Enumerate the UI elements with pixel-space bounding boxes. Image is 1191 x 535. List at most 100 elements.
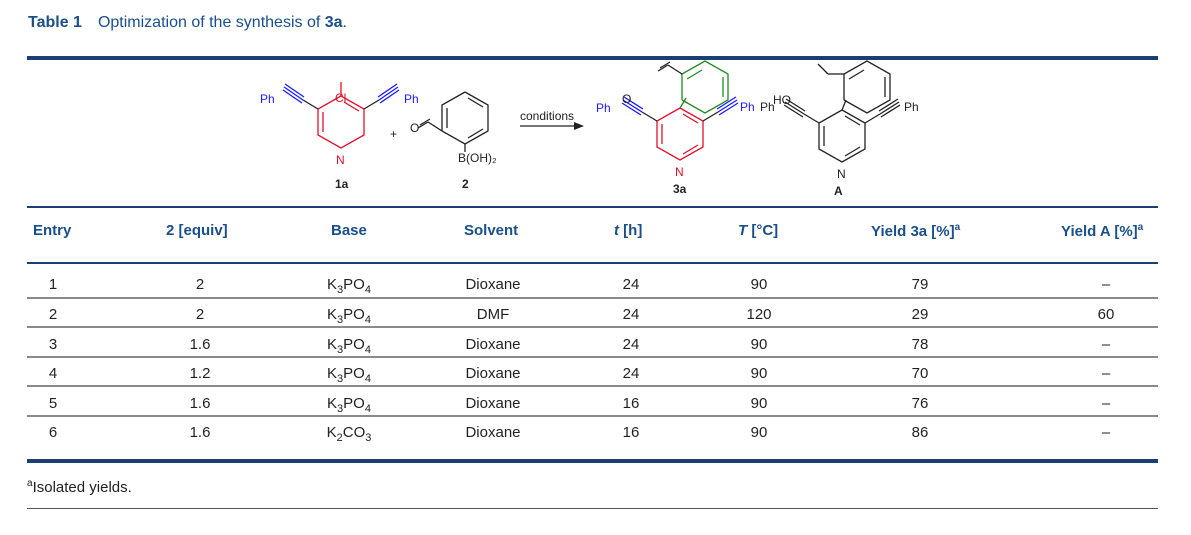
base-text: K	[327, 365, 338, 382]
base-subscript: 3	[337, 344, 344, 356]
atom-n: N	[837, 167, 846, 181]
compound-label-3a: 3a	[673, 182, 687, 196]
cell-y3a: 70	[911, 365, 929, 382]
cell-entry: 5	[48, 395, 58, 412]
row-separator	[27, 356, 1158, 358]
atom-ph: Ph	[596, 101, 611, 115]
header-time: t [h]	[614, 222, 642, 239]
cell-t: 120	[746, 306, 772, 323]
atom-n: N	[675, 165, 684, 179]
atom-boh2: B(OH)₂	[458, 151, 497, 165]
cell-y3a: 86	[911, 424, 929, 441]
bottom-rule	[27, 459, 1158, 463]
caption-end: .	[342, 14, 347, 31]
cell-solvent: Dioxane	[465, 424, 521, 441]
base-subscript: 3	[365, 432, 372, 444]
top-rule	[27, 56, 1158, 60]
base-text: PO	[343, 365, 365, 382]
atom-n: N	[336, 153, 345, 167]
compound-label-2: 2	[462, 177, 469, 191]
header-yield-a-sup: a	[1137, 222, 1144, 233]
caption-text: Optimization of the synthesis of	[97, 14, 325, 31]
atom-ph: Ph	[904, 100, 919, 114]
table-label: Table 1	[28, 14, 82, 31]
header-entry: Entry	[33, 222, 72, 239]
cell-ya: –	[1101, 276, 1111, 293]
reaction-scheme: Ph Cl Ph N 1a + O B(OH)₂ 2 conditions	[260, 60, 919, 198]
footnote: aIsolated yields.	[27, 478, 132, 496]
atom-ph: Ph	[260, 92, 275, 106]
compound-1a-structure	[282, 82, 400, 149]
header-yield-a-text: Yield A [%]	[1061, 223, 1138, 240]
header-solvent: Solvent	[464, 222, 519, 239]
header-equiv: 2 [equiv]	[166, 222, 228, 239]
cell-t: 24	[622, 365, 640, 382]
header-time-symbol: t	[614, 222, 619, 239]
header-yield-3a-sup: a	[954, 222, 961, 233]
cell-base: K3PO4	[289, 306, 409, 326]
reaction-arrow	[520, 122, 584, 130]
base-text: CO	[342, 424, 366, 441]
cell-y3a: 29	[911, 306, 929, 323]
cell-equiv: 1.2	[189, 365, 211, 382]
cell-solvent: Dioxane	[465, 276, 521, 293]
conditions-label: conditions	[520, 109, 574, 123]
compound-a-structure	[783, 60, 901, 163]
row-separator	[27, 326, 1158, 328]
atom-cl: Cl	[335, 91, 346, 105]
atom-o: O	[622, 92, 631, 106]
header-yield-3a: Yield 3a [%]a	[871, 222, 960, 240]
compound-label-1a: 1a	[335, 177, 349, 191]
base-subscript: 4	[364, 284, 371, 296]
cell-t: 16	[622, 395, 640, 412]
cell-ya: –	[1101, 424, 1111, 441]
cell-solvent: Dioxane	[465, 336, 521, 353]
cell-ya: –	[1101, 336, 1111, 353]
base-text: K	[327, 306, 338, 323]
atom-ho: HO	[773, 93, 791, 107]
compound-label-a: A	[834, 184, 843, 198]
base-text: PO	[343, 306, 365, 323]
base-subscript: 4	[364, 314, 371, 326]
cell-entry: 6	[48, 424, 58, 441]
footnote-text: Isolated yields.	[32, 479, 132, 496]
cell-t: 90	[750, 365, 768, 382]
base-subscript: 3	[337, 403, 344, 415]
header-base: Base	[331, 222, 367, 239]
base-text: PO	[343, 336, 365, 353]
row-separator	[27, 297, 1158, 299]
atom-o: O	[410, 121, 419, 135]
cell-t: 90	[750, 395, 768, 412]
base-subscript: 3	[337, 373, 344, 385]
cell-solvent: Dioxane	[465, 395, 521, 412]
cell-base: K3PO4	[289, 365, 409, 385]
cell-equiv: 2	[195, 306, 205, 323]
cell-t: 90	[750, 276, 768, 293]
cell-base: K3PO4	[289, 336, 409, 356]
base-subscript: 3	[337, 314, 344, 326]
cell-entry: 3	[48, 336, 58, 353]
cell-t: 24	[622, 336, 640, 353]
footnote-marker: a	[27, 478, 33, 489]
cell-ya: 60	[1097, 306, 1115, 323]
base-text: K	[327, 276, 338, 293]
cell-base: K2CO3	[289, 424, 409, 444]
header-temperature: T [°C]	[738, 222, 778, 239]
base-text: K	[327, 336, 338, 353]
cell-equiv: 1.6	[189, 336, 211, 353]
row-separator	[27, 385, 1158, 387]
header-yield-a: Yield A [%]a	[1061, 222, 1143, 240]
cell-y3a: 76	[911, 395, 929, 412]
cell-t: 16	[622, 424, 640, 441]
header-time-unit: [h]	[619, 222, 643, 239]
cell-equiv: 1.6	[189, 424, 211, 441]
cell-t: 90	[750, 336, 768, 353]
atom-ph: Ph	[404, 92, 419, 106]
base-text: PO	[343, 276, 365, 293]
cell-entry: 1	[48, 276, 58, 293]
cell-y3a: 78	[911, 336, 929, 353]
base-subscript: 4	[364, 403, 371, 415]
atom-ph: Ph	[760, 100, 775, 114]
cell-t: 24	[622, 276, 640, 293]
